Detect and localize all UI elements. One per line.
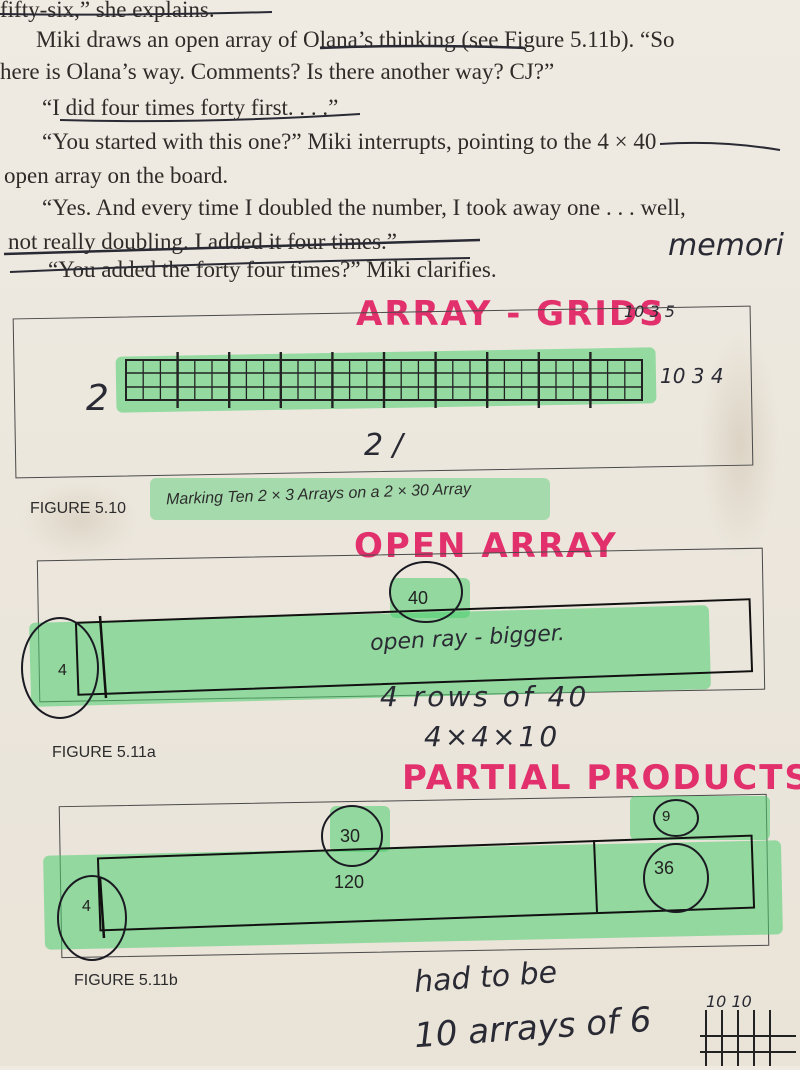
partial-side-label: 4 bbox=[82, 898, 91, 915]
rows-note: 4 rows of 40 bbox=[380, 680, 590, 713]
figure-5-11b-caption: FIGURE 5.11b bbox=[74, 972, 178, 989]
margin-stain bbox=[700, 330, 780, 560]
partial-array-dividers bbox=[98, 839, 598, 939]
open-array-divider bbox=[98, 615, 108, 699]
book-line-8: not really doubling. I added it four tim… bbox=[8, 229, 397, 254]
partial-top-left-label: 30 bbox=[340, 826, 361, 846]
margin-note-memori: memori bbox=[668, 228, 784, 263]
figure-5-10-caption-number: FIGURE 5.10 bbox=[30, 500, 127, 517]
heading-array-grids: ARRAY - GRIDS bbox=[356, 294, 666, 334]
open-array-side-label: 4 bbox=[58, 662, 67, 679]
partial-cell-left: 120 bbox=[334, 872, 365, 892]
partial-cell-right: 36 bbox=[654, 858, 675, 878]
heading-open-array: OPEN ARRAY bbox=[354, 526, 618, 566]
grid-array-2x30 bbox=[125, 352, 643, 408]
mult-note: 4×4×10 bbox=[424, 720, 561, 753]
book-line-9: “You added the forty four times?” Miki c… bbox=[48, 257, 497, 282]
pen-underlines bbox=[0, 11, 781, 273]
grid-corner-note: 10 3 5 bbox=[624, 302, 675, 321]
book-line-7: “Yes. And every time I doubled the numbe… bbox=[42, 195, 686, 220]
grid-side-label: 2 bbox=[86, 378, 109, 419]
book-line-5: “You started with this one?” Miki interr… bbox=[42, 129, 657, 154]
corner-tally-note: 10 10 bbox=[706, 992, 752, 1011]
heading-partial-products: PARTIAL PRODUCTS bbox=[402, 758, 800, 798]
open-array-top-label: 40 bbox=[408, 588, 429, 608]
caption-highlight bbox=[150, 478, 550, 520]
book-line-1: fifty-six,” she explains. bbox=[0, 0, 215, 22]
book-line-6: open array on the board. bbox=[4, 163, 229, 188]
partial-top-right-label: 9 bbox=[662, 808, 671, 825]
open-array-top-highlight bbox=[390, 578, 470, 618]
circle-marks-511a bbox=[21, 561, 463, 719]
book-line-3: here is Olana’s way. Comments? Is there … bbox=[0, 59, 555, 84]
book-line-4: “I did four times forty first. . . .” bbox=[42, 95, 339, 120]
margin-stain-left bbox=[20, 480, 140, 560]
figure-5-11a-caption: FIGURE 5.11a bbox=[52, 744, 156, 761]
corner-tally-grid bbox=[700, 1010, 796, 1066]
circle-marks-511b bbox=[57, 799, 709, 961]
bottom-note-2: 10 arrays of 6 bbox=[412, 999, 653, 1057]
grid-bottom-label: 2 / bbox=[364, 428, 403, 463]
grid-right-label: 10 3 4 bbox=[660, 364, 724, 388]
